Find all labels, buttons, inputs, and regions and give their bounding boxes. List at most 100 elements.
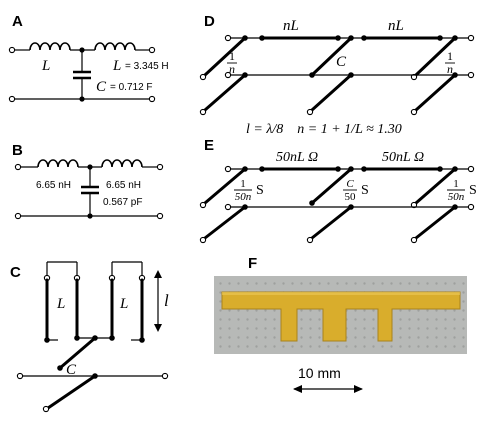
middle-label: C xyxy=(336,54,347,70)
left-num: 1 xyxy=(240,178,246,190)
junction-node xyxy=(335,35,341,41)
inductor-left-symbol xyxy=(37,159,79,168)
stub-right-num: 1 xyxy=(447,49,453,63)
transmission-line xyxy=(203,36,247,77)
inductance-value: = 3.345 H xyxy=(125,61,169,72)
transmission-line xyxy=(310,205,353,240)
terminal xyxy=(14,163,22,171)
copper-trace xyxy=(221,291,461,342)
terminal xyxy=(14,212,22,220)
panel-f: F 10 mm xyxy=(214,255,467,393)
inductor-right-symbol xyxy=(101,159,143,168)
mid-den: 50 xyxy=(345,191,357,203)
arrow-head xyxy=(293,385,302,393)
stub-left-num: 1 xyxy=(229,49,235,63)
panel-e: E 50nL Ω 50nL Ω xyxy=(199,137,477,244)
terminal xyxy=(306,236,314,244)
transmission-line xyxy=(414,36,457,77)
stub-left-den: n xyxy=(229,62,235,76)
junction-node xyxy=(309,200,315,206)
left-den: 50n xyxy=(235,191,252,203)
inductance-symbol: L xyxy=(112,58,121,74)
terminal xyxy=(306,108,314,116)
terminal xyxy=(224,165,232,173)
terminal xyxy=(467,34,475,42)
inductor-left-symbol xyxy=(29,42,71,51)
transmission-line xyxy=(414,73,457,112)
copper-highlight xyxy=(222,292,460,295)
terminal xyxy=(467,165,475,173)
terminal xyxy=(199,201,207,209)
terminal xyxy=(161,372,169,380)
terminal xyxy=(224,203,232,211)
capacitance-label: 0.567 pF xyxy=(103,197,142,208)
terminal xyxy=(467,203,475,211)
terminal xyxy=(199,108,207,116)
junction-node xyxy=(57,365,63,371)
transmission-line xyxy=(203,167,247,205)
transmission-line xyxy=(310,73,353,112)
panel-e-letter: E xyxy=(204,137,214,154)
stub-right-den: n xyxy=(447,62,453,76)
junction-node xyxy=(259,35,265,41)
terminal xyxy=(156,212,164,220)
transmission-line xyxy=(414,167,457,205)
terminal xyxy=(156,163,164,171)
mid-unit: S xyxy=(361,183,369,198)
cap-label: C xyxy=(66,362,77,378)
top-left-label: nL xyxy=(283,18,299,34)
right-den: 50n xyxy=(448,191,465,203)
junction-node xyxy=(437,166,443,172)
length-label: l xyxy=(164,291,169,310)
design-equation: l = λ/8 n = 1 + 1/L ≈ 1.30 xyxy=(246,122,402,137)
terminal xyxy=(224,34,232,42)
terminal xyxy=(42,405,50,413)
terminal xyxy=(199,73,207,81)
transmission-line xyxy=(58,336,97,370)
panel-c: C L xyxy=(10,261,169,413)
terminal xyxy=(467,71,475,79)
left-unit: S xyxy=(256,183,264,198)
top-right-label: nL xyxy=(388,18,404,34)
capacitance-symbol: C xyxy=(96,79,107,95)
junction-node xyxy=(259,166,265,172)
junction-node xyxy=(361,35,367,41)
junction-node xyxy=(437,35,443,41)
junction-node xyxy=(361,166,367,172)
panel-b: B 6.65 nH 6.65 nH 0.567 pF xyxy=(12,142,164,220)
top-right-label: 50nL Ω xyxy=(382,150,424,165)
junction-node xyxy=(335,166,341,172)
panel-f-letter: F xyxy=(248,255,257,272)
terminal xyxy=(148,95,156,103)
mid-num: C xyxy=(346,178,354,190)
panel-a: A L L = 3.345 H C = 0.712 F xyxy=(8,13,169,103)
transmission-line xyxy=(310,36,353,77)
right-unit: S xyxy=(469,183,477,198)
transmission-line xyxy=(46,374,97,410)
right-inductance-label: 6.65 nH xyxy=(106,180,141,191)
arrow-head xyxy=(154,324,162,332)
terminal xyxy=(8,46,16,54)
right-line-label: L xyxy=(119,296,128,312)
pcb-photo xyxy=(214,276,467,354)
transmission-line xyxy=(414,205,457,240)
scale-label: 10 mm xyxy=(298,365,341,381)
inductor-label: L xyxy=(41,58,50,74)
panel-a-letter: A xyxy=(12,13,23,30)
transmission-line xyxy=(310,167,353,205)
panel-c-letter: C xyxy=(10,264,21,281)
terminal xyxy=(410,236,418,244)
inductor-right-symbol xyxy=(94,42,136,51)
left-line-label: L xyxy=(56,296,65,312)
panel-d: D nL nL xyxy=(199,13,475,137)
top-left-label: 50nL Ω xyxy=(276,150,318,165)
arrow-head xyxy=(154,270,162,278)
right-num: 1 xyxy=(453,178,459,190)
transmission-line xyxy=(203,205,247,240)
capacitance-value: = 0.712 F xyxy=(110,82,153,93)
terminal xyxy=(199,236,207,244)
panel-d-letter: D xyxy=(204,13,215,30)
terminal xyxy=(148,46,156,54)
panel-b-letter: B xyxy=(12,142,23,159)
